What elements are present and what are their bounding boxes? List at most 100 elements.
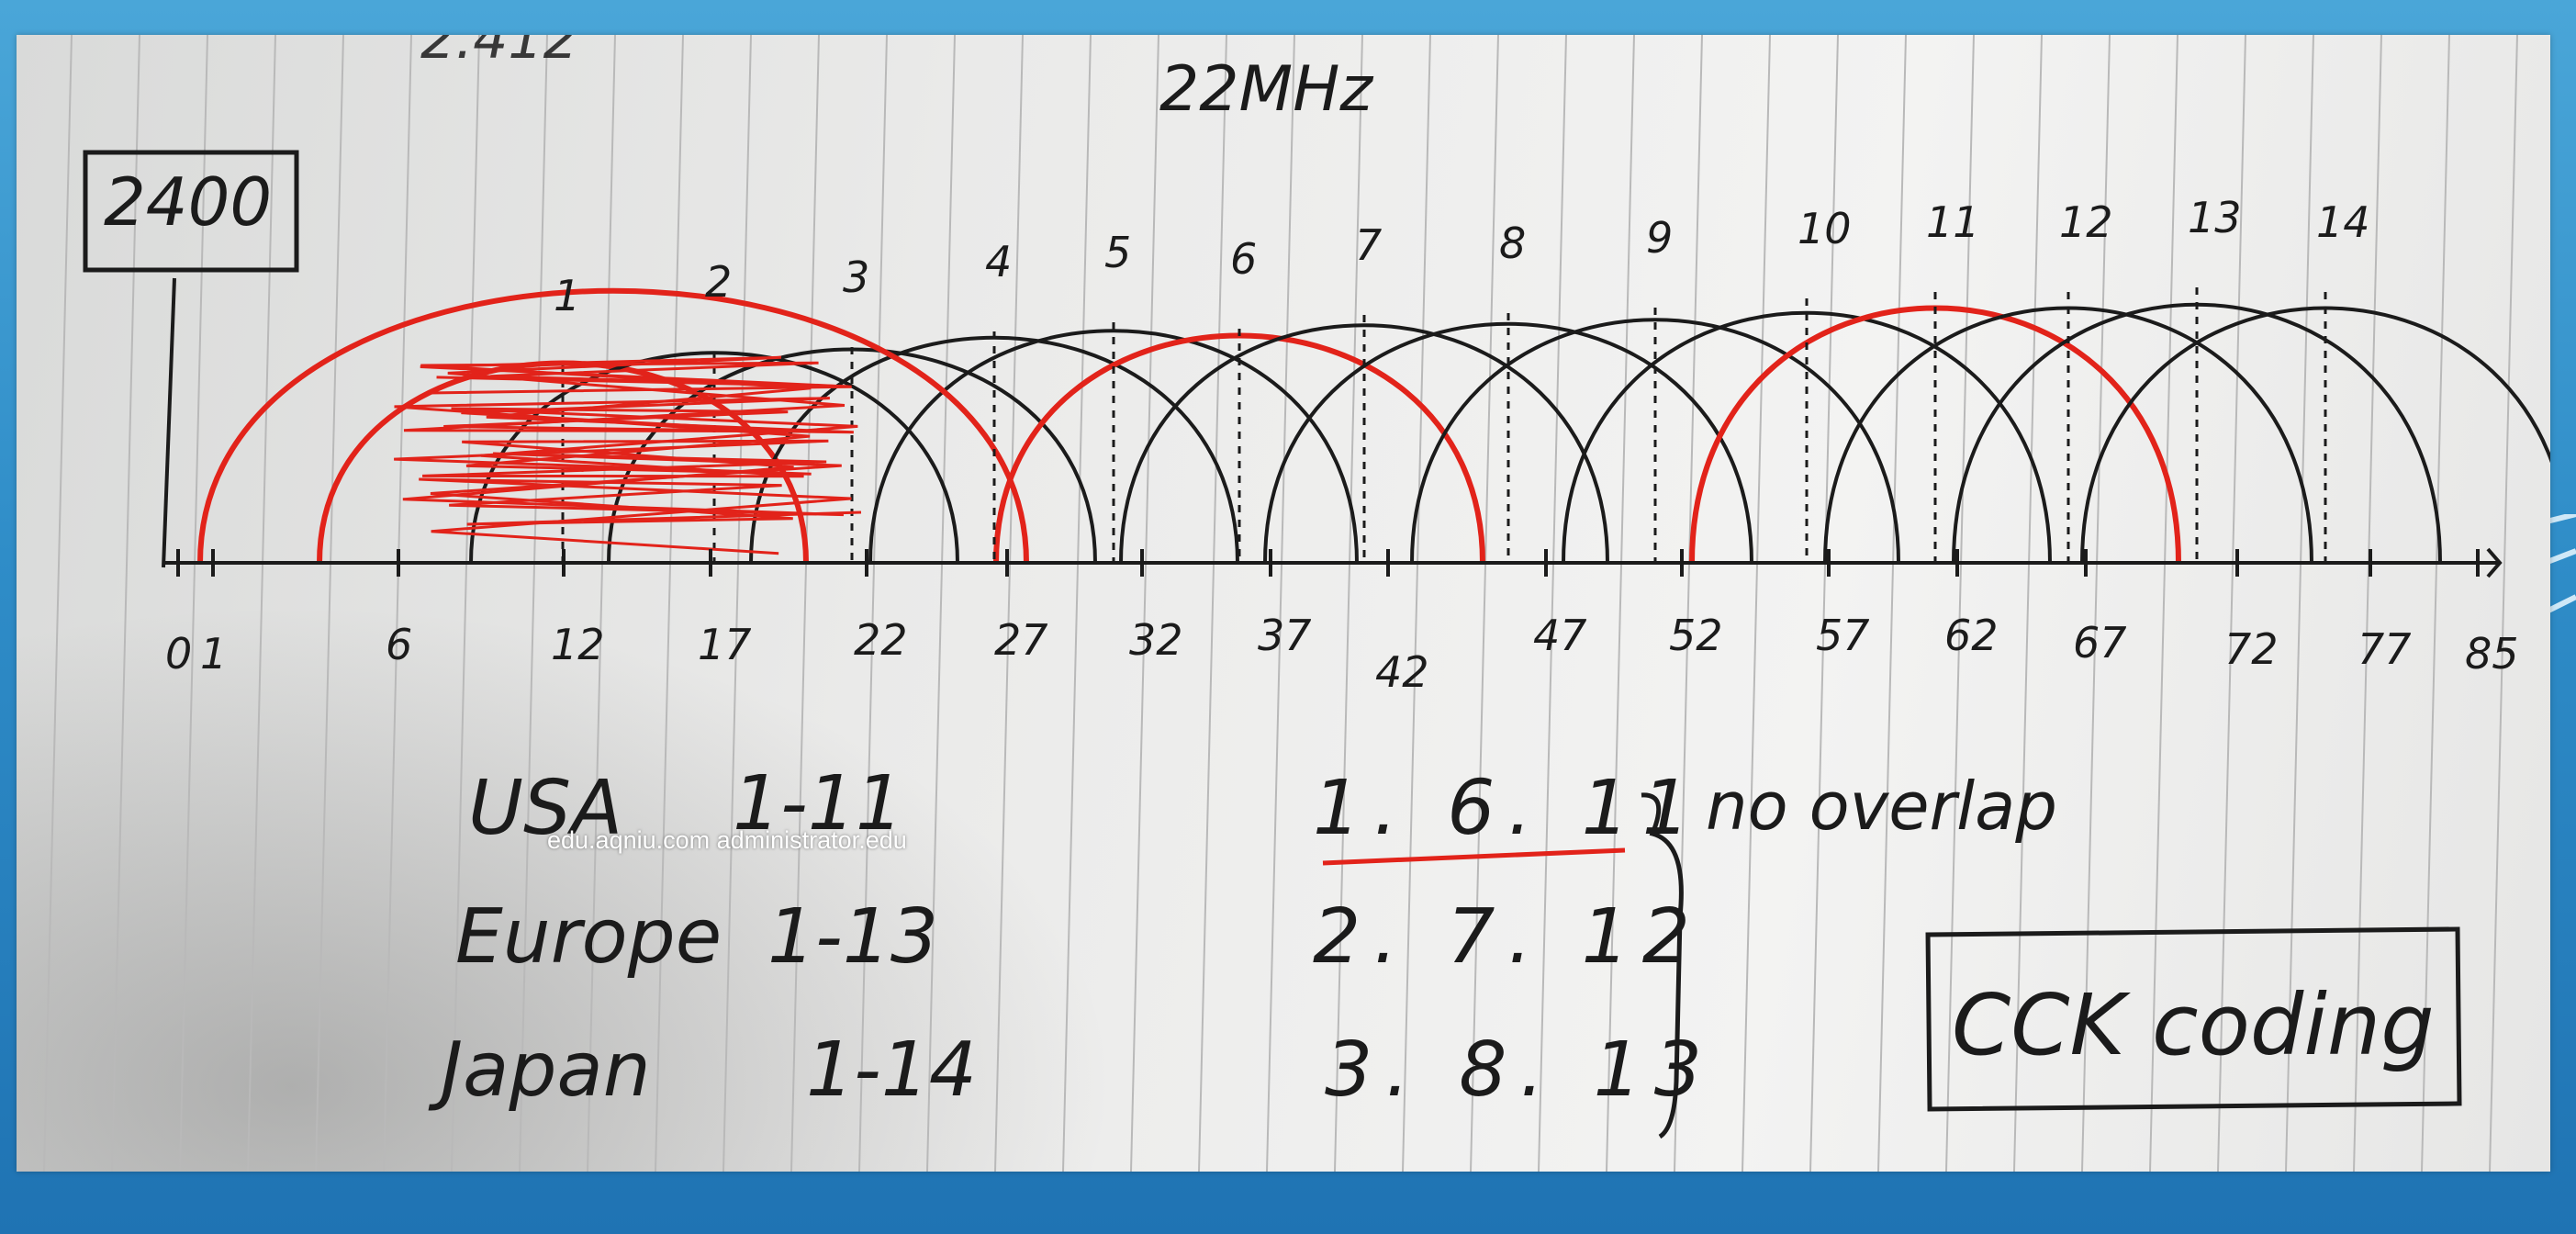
ruled-line: [519, 35, 548, 1172]
ruled-line: [383, 35, 412, 1172]
channel-label: 10: [1798, 204, 1852, 253]
region-europe-name: Europe: [455, 893, 722, 981]
ruled-line: [451, 35, 480, 1172]
ruled-lines: [43, 35, 2518, 1172]
vertical-axis: [162, 277, 176, 568]
region-usa-name: USA: [468, 765, 623, 852]
ruled-line: [858, 35, 888, 1172]
channel-label: 14: [2316, 197, 2370, 247]
coding-label: CCK coding: [1952, 976, 2435, 1074]
channel-label: 6: [1230, 234, 1257, 284]
tick-label: 72: [2224, 624, 2279, 674]
red-scribble: [394, 355, 862, 555]
ruled-line: [315, 35, 344, 1172]
ruled-line: [722, 35, 752, 1172]
ruled-line: [1945, 35, 1975, 1172]
group-underline: [1322, 847, 1626, 866]
tick-label: 47: [1533, 611, 1587, 660]
start-freq-label: 2400: [104, 163, 273, 241]
channel-label: 13: [2188, 193, 2242, 242]
region-europe-range: 1-13: [767, 893, 939, 981]
tick-label: 52: [1669, 611, 1723, 660]
top-fragment-freq: 2.412: [420, 35, 578, 72]
tick-label: 77: [2358, 624, 2412, 674]
tick-label: 85: [2465, 629, 2519, 679]
channel-label: 4: [985, 237, 1012, 286]
tick-label: 1: [200, 629, 227, 679]
axis-end-mark: [2486, 547, 2503, 578]
start-box: [83, 150, 299, 273]
ruled-line: [2149, 35, 2178, 1172]
channel-label: 12: [2059, 197, 2113, 247]
channel-label: 8: [1499, 219, 1526, 268]
channel-label: 9: [1646, 213, 1673, 263]
ruled-line: [2217, 35, 2246, 1172]
ruled-line: [1470, 35, 1499, 1172]
channel-arc: [1410, 318, 1900, 564]
tick-label: 12: [551, 620, 605, 669]
center-dashes: [561, 287, 2327, 563]
ruled-line: [790, 35, 820, 1172]
ruled-line: [2013, 35, 2043, 1172]
channel-arc: [868, 329, 1359, 564]
channel-label: 7: [1355, 220, 1382, 270]
channel-arc-wide: [197, 287, 1029, 564]
ruled-line: [2489, 35, 2518, 1172]
ruled-line: [111, 35, 140, 1172]
tick-label: 6: [386, 620, 412, 669]
ruled-line: [1809, 35, 1839, 1172]
no-overlap-label: no overlap: [1706, 768, 2057, 845]
tick-label: 57: [1816, 611, 1870, 660]
watermark-text: edu.aqniu.com administrator.edu: [547, 826, 907, 854]
ruled-line: [247, 35, 276, 1172]
ruled-line: [994, 35, 1024, 1172]
channel-label: 11: [1926, 197, 1980, 247]
ruled-line: [2081, 35, 2111, 1172]
tick-label: 37: [1258, 611, 1312, 660]
channel-label: 1: [554, 271, 580, 320]
ruled-line: [1538, 35, 1567, 1172]
coding-box: [1925, 926, 2462, 1112]
tick-label: 32: [1129, 615, 1183, 665]
channel-arc: [1119, 323, 1609, 564]
ruled-line: [2353, 35, 2382, 1172]
ruled-line: [1742, 35, 1771, 1172]
ruled-line: [179, 35, 208, 1172]
ruled-line: [1334, 35, 1363, 1172]
channel-label: 2: [705, 257, 732, 307]
group-2-7-12: 2. 7. 12: [1313, 893, 1703, 981]
ruled-line: [1130, 35, 1159, 1172]
groups-brace: [1641, 792, 1684, 1139]
tick-label: 62: [1944, 611, 1999, 660]
ruled-line: [1198, 35, 1227, 1172]
ruled-line: [1266, 35, 1295, 1172]
ruled-line: [926, 35, 956, 1172]
region-japan-range: 1-14: [806, 1026, 978, 1114]
ruled-line: [1877, 35, 1907, 1172]
tick-label: 67: [2073, 618, 2127, 667]
ruled-line: [2421, 35, 2450, 1172]
ruled-line: [43, 35, 73, 1172]
region-usa-range: 1-11: [733, 760, 904, 847]
tick-label: 42: [1375, 647, 1429, 697]
tick-label: 27: [994, 615, 1048, 665]
ruled-line: [587, 35, 616, 1172]
region-japan-name: Japan: [441, 1026, 651, 1114]
channel-label: 3: [843, 252, 869, 302]
tick-label: 17: [698, 620, 752, 669]
channel-label: 5: [1104, 228, 1131, 277]
bandwidth-label: 22MHz: [1159, 53, 1373, 126]
ruled-line: [1606, 35, 1635, 1172]
ruled-line: [1402, 35, 1431, 1172]
tick-label: 22: [854, 615, 908, 665]
ruled-line: [1062, 35, 1092, 1172]
ruled-line: [2285, 35, 2314, 1172]
group-1-6-11: 1. 6. 11: [1313, 765, 1703, 852]
tick-label: 0: [165, 629, 192, 679]
scribble-hatch: [420, 361, 862, 526]
group-3-8-13: 3. 8. 13: [1325, 1026, 1715, 1114]
